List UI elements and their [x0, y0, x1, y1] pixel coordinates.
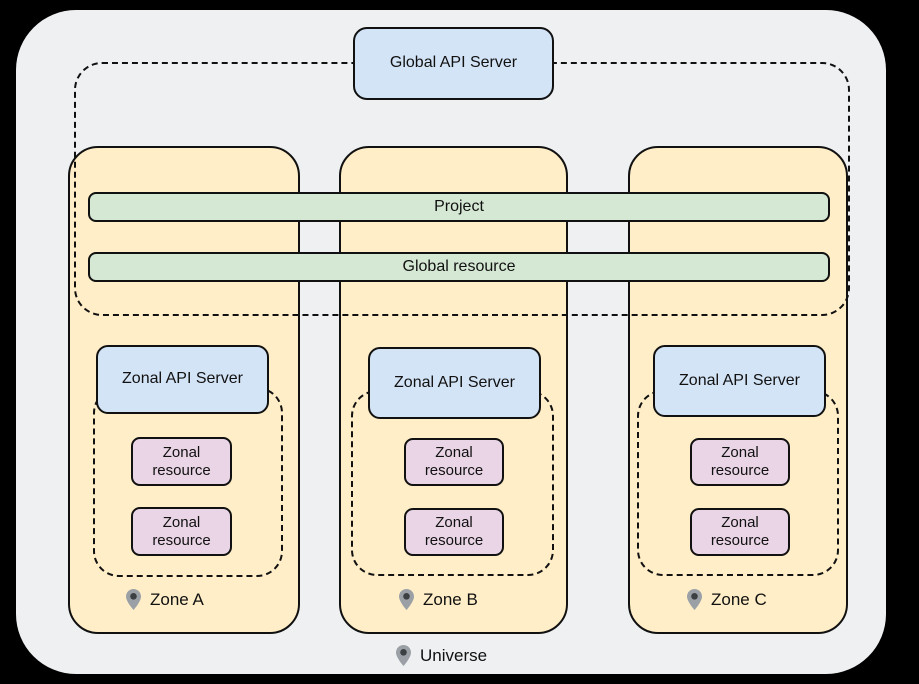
global-api-server-label: Global API Server — [389, 54, 518, 72]
zone-a-resource-2[interactable]: Zonal resource — [131, 507, 232, 556]
map-pin-icon — [396, 645, 411, 666]
map-pin-icon — [126, 589, 141, 610]
zone-a-resource-2-label: Zonal resource — [152, 513, 211, 549]
global-bar-project[interactable]: Project — [88, 192, 830, 222]
global-bar-global-resource[interactable]: Global resource — [88, 252, 830, 282]
map-pin-icon — [687, 589, 702, 610]
zone-c-resource-2-label: Zonal resource — [710, 514, 770, 549]
zone-a-api-server-label: Zonal API Server — [122, 370, 243, 388]
global-bar-project-label: Project — [434, 197, 484, 215]
zone-a-label: Zone A — [150, 589, 204, 609]
zone-b-resource-2-label: Zonal resource — [424, 514, 484, 549]
universe-label: Universe — [420, 645, 488, 665]
zone-c-resource-1-label: Zonal resource — [710, 444, 770, 479]
global-bar-global-resource-label: Global resource — [402, 257, 516, 275]
zone-a-api-server[interactable]: Zonal API Server — [96, 345, 269, 414]
zone-b-resource-1[interactable]: Zonal resource — [404, 438, 504, 486]
zone-c-api-server[interactable]: Zonal API Server — [653, 345, 826, 417]
zone-b-api-server-label: Zonal API Server — [394, 373, 515, 391]
zone-c-label: Zone C — [711, 589, 767, 609]
zone-c-caption: Zone C — [687, 589, 767, 610]
map-pin-icon — [399, 589, 414, 610]
zone-c-api-server-label: Zonal API Server — [679, 371, 800, 389]
zone-c-resource-2[interactable]: Zonal resource — [690, 508, 790, 556]
global-api-server[interactable]: Global API Server — [353, 27, 554, 100]
zone-c-resource-1[interactable]: Zonal resource — [690, 438, 790, 486]
zone-b-caption: Zone B — [399, 589, 478, 610]
zone-b-resource-2[interactable]: Zonal resource — [404, 508, 504, 556]
universe-caption: Universe — [396, 645, 487, 666]
zone-b-api-server[interactable]: Zonal API Server — [368, 347, 541, 419]
zone-a-caption: Zone A — [126, 589, 204, 610]
zone-b-resource-1-label: Zonal resource — [424, 444, 484, 479]
zone-a-resource-1-label: Zonal resource — [152, 443, 211, 479]
zone-b-label: Zone B — [423, 589, 478, 609]
zone-a-resource-1[interactable]: Zonal resource — [131, 437, 232, 486]
